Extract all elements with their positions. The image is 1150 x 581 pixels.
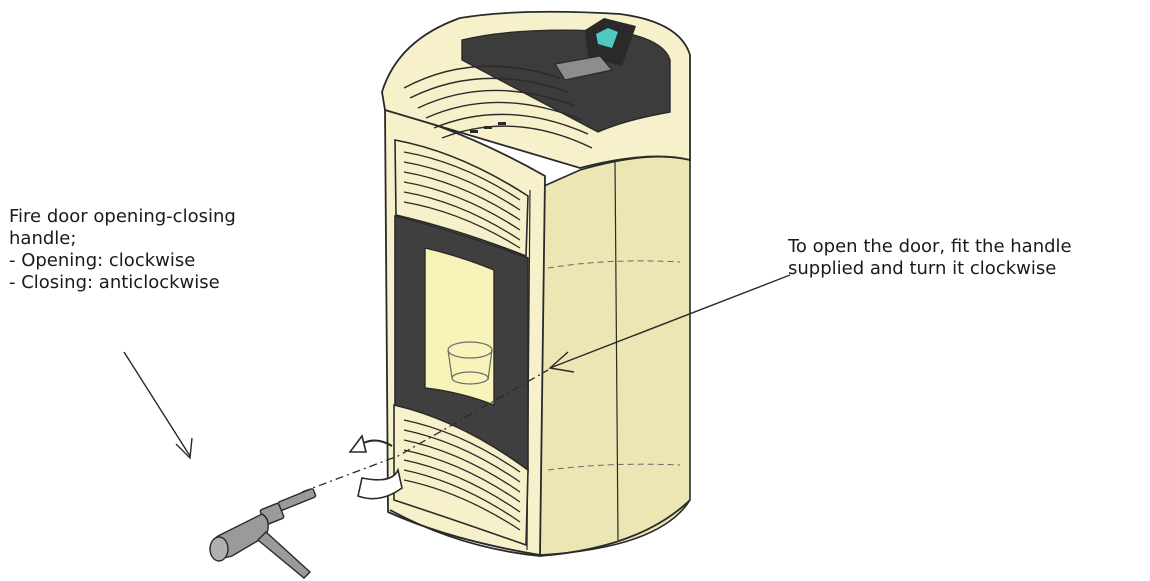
- lower-grille-frame: [393, 403, 529, 547]
- side-panel-line: [547, 260, 681, 269]
- stove-side-face: [534, 155, 691, 556]
- right-note-line-2: supplied and turn it clockwise: [788, 258, 1057, 279]
- fire-door-glass: [424, 247, 495, 407]
- left-note-line-3: - Opening: clockwise: [9, 250, 196, 271]
- upper-grille-frame: [394, 139, 529, 258]
- stove-base-line: [389, 499, 691, 557]
- lower-grille-slats: [403, 419, 521, 531]
- brazier-pot: [447, 341, 493, 385]
- right-leader-arrow: [548, 274, 791, 373]
- left-note-line-4: - Closing: anticlockwise: [9, 272, 220, 293]
- right-note-line-1: To open the door, fit the handle: [788, 236, 1072, 257]
- side-seam: [614, 159, 619, 541]
- side-panel-line: [547, 463, 681, 471]
- left-note-line-2: handle;: [9, 228, 77, 249]
- grille-vents: [470, 122, 506, 133]
- door-opening-instruction-text: To open the door, fit the handle supplie…: [788, 236, 1072, 280]
- left-note-line-1: Fire door opening-closing: [9, 206, 236, 227]
- pellet-hopper-lid: [554, 55, 614, 81]
- top-grille: [403, 65, 593, 149]
- control-panel-display: [554, 18, 636, 81]
- upper-grille-slats: [403, 151, 521, 249]
- handle-instruction-text: Fire door opening-closing handle; - Open…: [9, 206, 236, 294]
- handle-alignment-line: [301, 369, 549, 493]
- handle-key-icon: [209, 488, 317, 579]
- left-leader-arrow: [123, 351, 193, 460]
- clockwise-arrow-icon: [348, 434, 403, 500]
